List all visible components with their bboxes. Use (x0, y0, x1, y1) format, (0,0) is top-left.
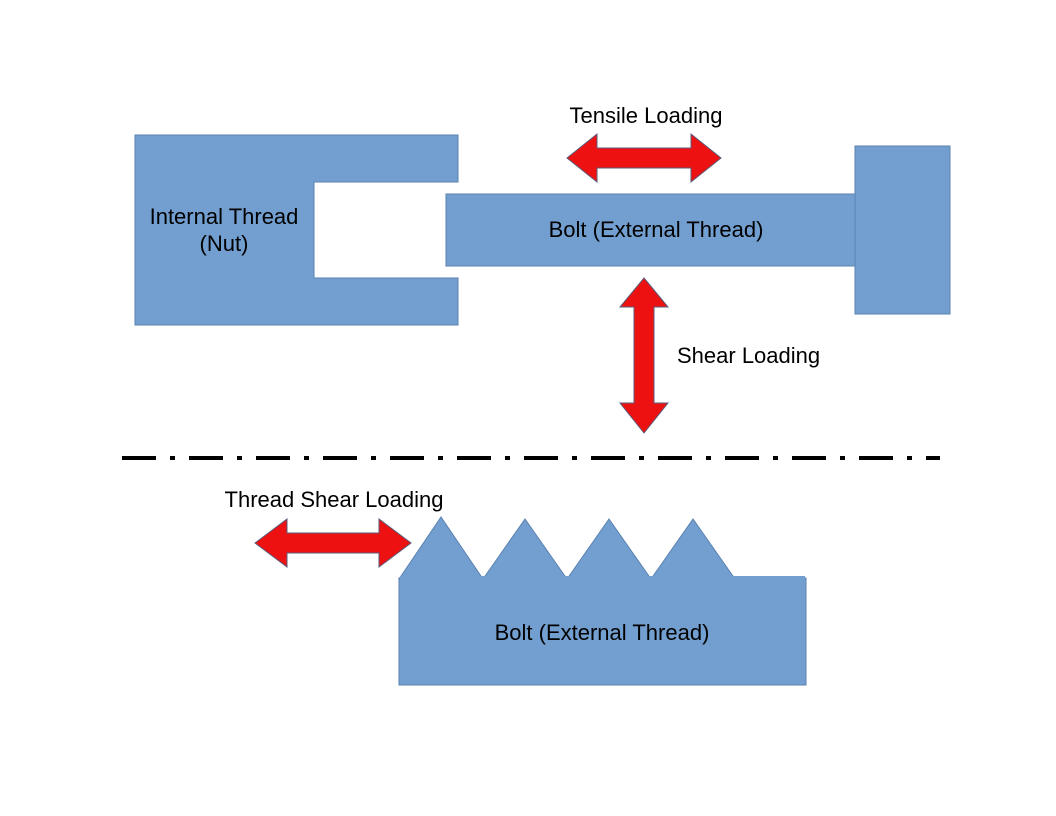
tensile-loading-arrow (566, 132, 722, 184)
bolt-top-label: Bolt (External Thread) (548, 217, 764, 242)
bolt-bottom-label: Bolt (External Thread) (494, 620, 710, 645)
tensile-loading-label: Tensile Loading (569, 103, 723, 128)
bolt-head (854, 145, 951, 315)
nut-label-line2: (Nut) (199, 231, 249, 256)
nut-shape (134, 134, 459, 326)
thread-tooth (650, 518, 736, 580)
thread-shear-loading-arrow (254, 518, 412, 568)
bolt-shank-top (445, 193, 857, 267)
thread-shear-loading-label: Thread Shear Loading (224, 487, 444, 512)
shear-loading-label: Shear Loading (677, 343, 821, 368)
thread-tooth (566, 518, 652, 580)
bolt-body-bottom (398, 577, 807, 686)
thread-tooth (482, 518, 568, 580)
shear-loading-arrow (618, 277, 670, 434)
thread-tooth (398, 516, 484, 580)
bolt-thread-profile (398, 516, 807, 686)
nut-label-line1: Internal Thread (149, 204, 299, 229)
